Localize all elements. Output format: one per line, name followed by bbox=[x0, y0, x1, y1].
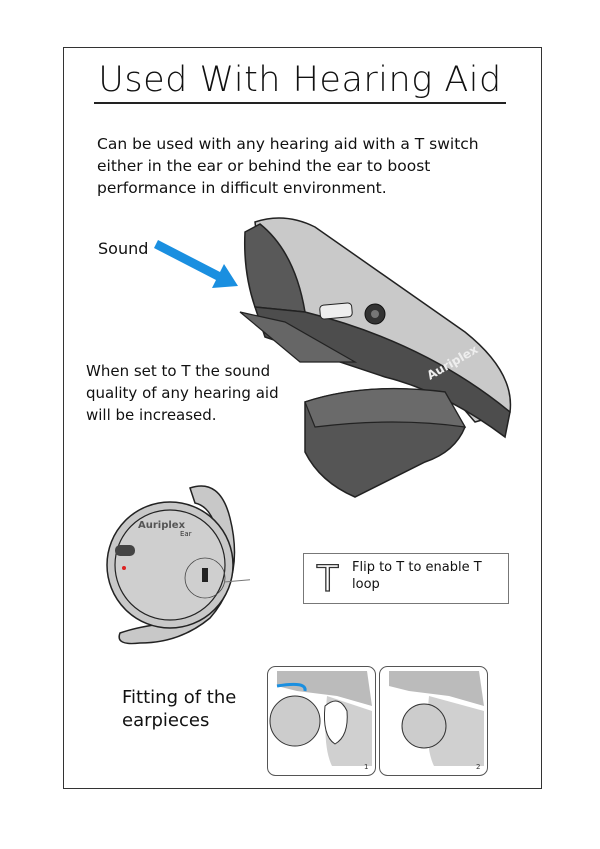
sound-label: Sound bbox=[98, 239, 149, 258]
title-text: Used With Hearing Aid bbox=[94, 60, 506, 104]
intro-text: Can be used with any hearing aid with a … bbox=[97, 135, 479, 197]
page-title: Used With Hearing Aid bbox=[0, 60, 600, 104]
callout-text: Flip to T to enable T loop bbox=[352, 560, 482, 592]
page-frame bbox=[63, 47, 542, 789]
t-symbol: T bbox=[315, 558, 340, 600]
fitting-label: Fitting of the earpieces bbox=[122, 686, 242, 732]
earpiece-brand-sub: Ear bbox=[180, 530, 192, 538]
fitting-step-1: 1 bbox=[267, 666, 376, 776]
step-number: 1 bbox=[364, 763, 368, 771]
t-loop-callout: T Flip to T to enable T loop bbox=[303, 553, 509, 604]
fitting-text: Fitting of the earpieces bbox=[122, 687, 237, 731]
sound-arrow-icon bbox=[154, 240, 238, 288]
t-switch-note: When set to T the sound quality of any h… bbox=[86, 362, 279, 424]
step-number: 2 bbox=[476, 763, 480, 771]
earpiece-brand-logo: Auriplex bbox=[138, 520, 186, 531]
device-illustration: Auriplex bbox=[239, 217, 512, 498]
earpiece-illustration: Auriplex Ear bbox=[106, 485, 250, 645]
fitting-step-2: 2 bbox=[379, 666, 488, 776]
